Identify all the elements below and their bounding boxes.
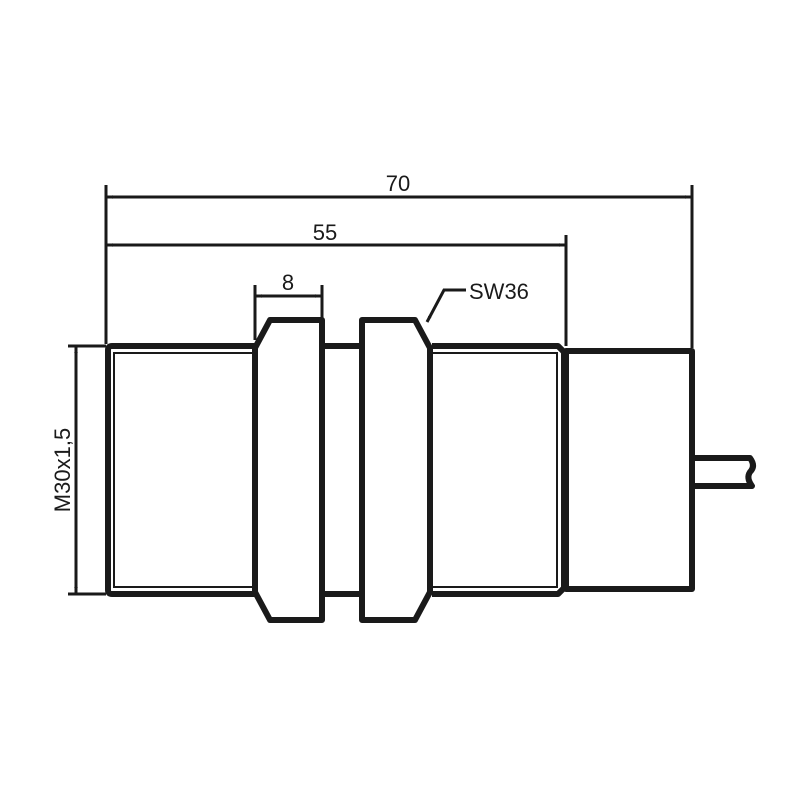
dimension-label-70: 70	[386, 171, 410, 196]
dimension-label-thread-spec: M30x1,5	[50, 428, 75, 512]
dimension-nut-width: 8	[253, 270, 324, 340]
dimension-label-8: 8	[282, 270, 294, 295]
dimension-overall-length: 70	[104, 171, 694, 348]
dimension-label-sw36: SW36	[469, 279, 529, 304]
dimension-label-55: 55	[313, 220, 337, 245]
right-nut	[359, 317, 433, 623]
threaded-body	[105, 343, 567, 597]
dimension-thread-length: 55	[107, 220, 568, 346]
dimension-thread-diameter: M30x1,5	[50, 344, 106, 596]
left-nut	[252, 317, 325, 623]
wrench-size-callout: SW36	[425, 279, 529, 323]
sensor-housing	[563, 348, 695, 592]
cable	[692, 455, 756, 489]
